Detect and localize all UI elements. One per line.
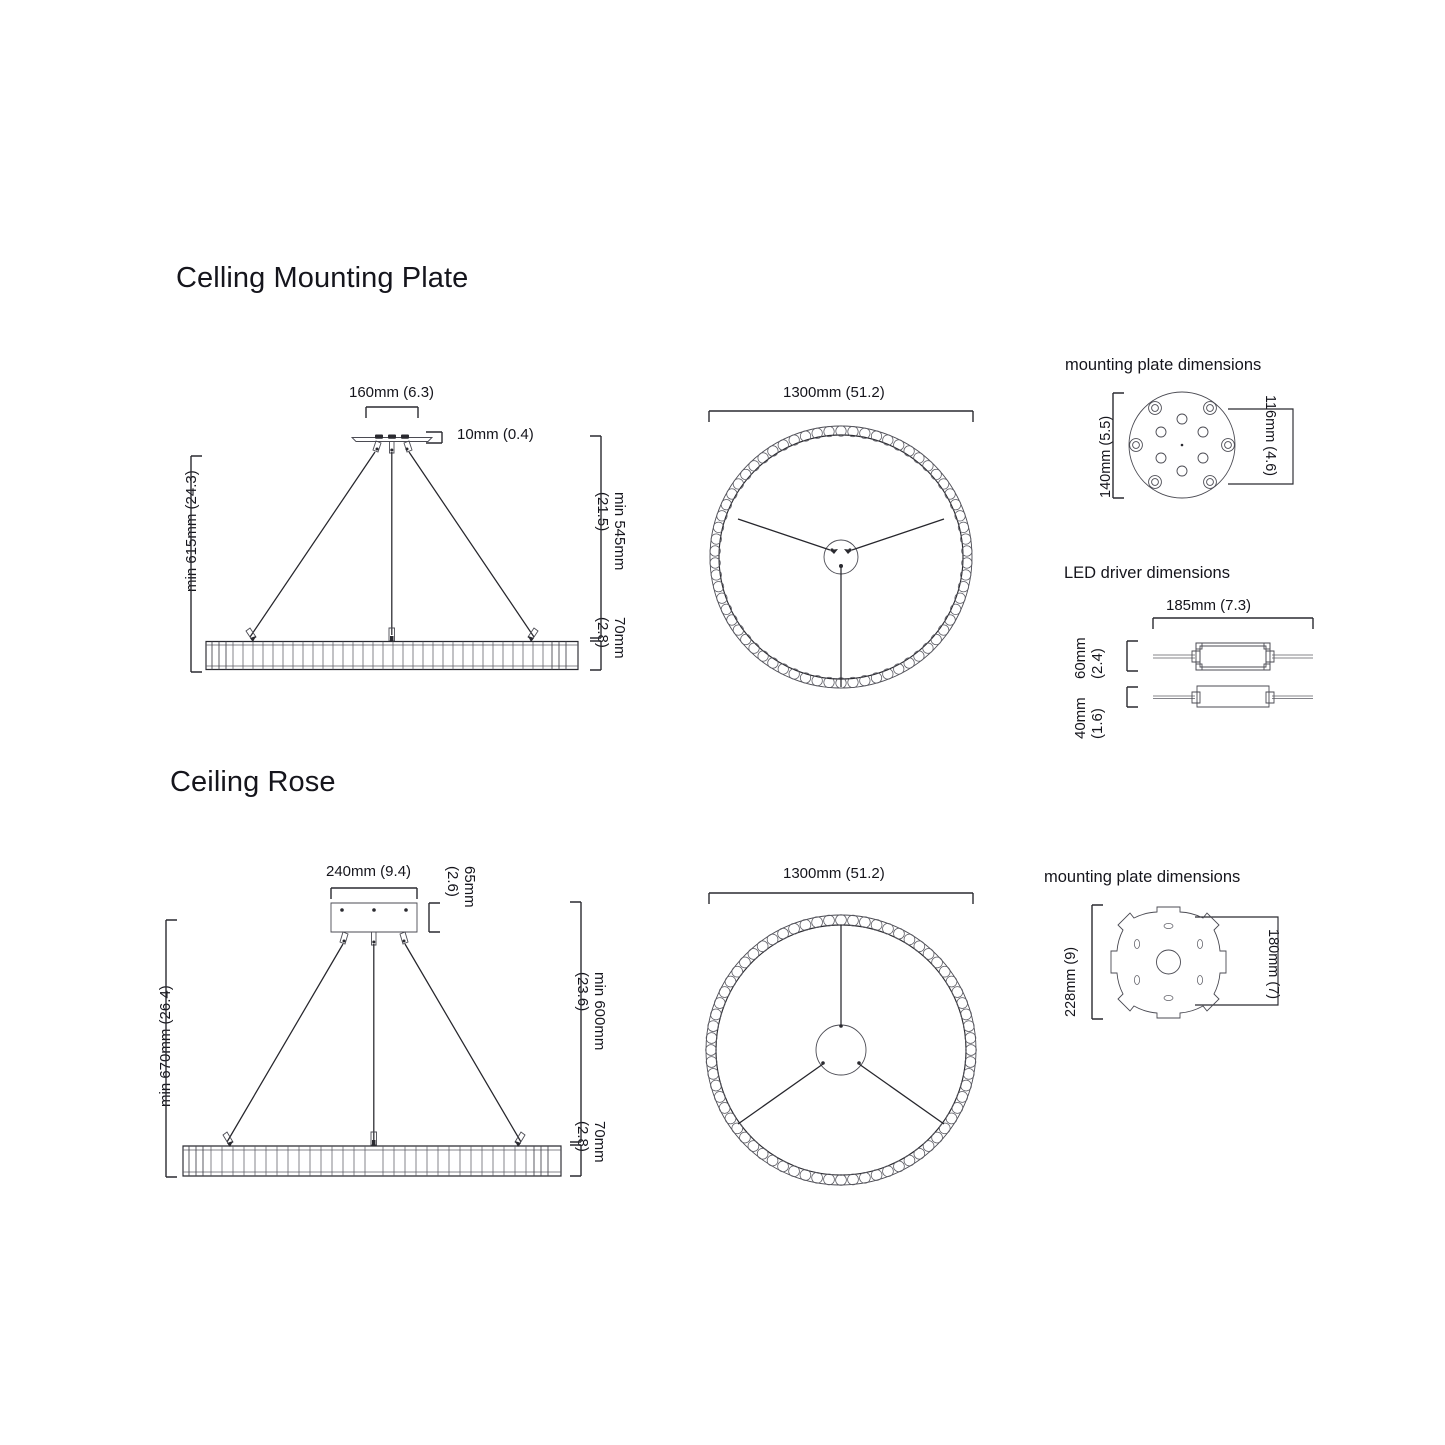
elevation-view-celling-mounting-plate	[190, 406, 602, 673]
dim-bracket-led-side-height	[1126, 686, 1138, 708]
dim-bracket-top-width-1	[365, 406, 419, 418]
cable-end-fittings-2	[222, 1131, 526, 1147]
suspension-cables-1	[249, 451, 535, 638]
section-title-celling-mounting-plate: Celling Mounting Plate	[176, 262, 469, 294]
dim-bracket-plan-diameter-1	[708, 410, 974, 422]
dim-bracket-total-height-1	[190, 455, 202, 673]
suspension-cables-2	[226, 943, 522, 1143]
detail-view-led-driver	[1126, 617, 1314, 708]
dim-outline-mp-width-bottom	[1195, 916, 1279, 1006]
fixture-body-elevation-1	[205, 640, 579, 671]
mounting-holes-plain-top	[1155, 413, 1209, 477]
mounting-plate-disc-top	[1128, 391, 1236, 499]
dim-bracket-mp-height-top	[1112, 392, 1124, 499]
dim-bracket-rose-height	[428, 902, 440, 933]
section-title-ceiling-rose: Ceiling Rose	[170, 766, 336, 798]
plan-view-ceiling-rose	[705, 892, 977, 1186]
dim-bracket-mp-height-bottom	[1091, 904, 1103, 1020]
mounting-plate-center-hole-bottom	[1156, 949, 1181, 975]
dim-bracket-fixture-height-2	[570, 1144, 582, 1177]
dim-bracket-led-length	[1152, 617, 1314, 629]
ceiling-rose-box	[330, 902, 418, 933]
led-driver-top-view	[1153, 642, 1313, 671]
mounting-holes-ringed-top	[1129, 401, 1235, 489]
fixture-ring-plan-1	[709, 425, 973, 689]
dim-bracket-fixture-height-1	[590, 640, 602, 671]
fixture-body-elevation-2	[182, 1145, 562, 1177]
dim-bracket-top-width-2	[330, 887, 418, 899]
dim-bracket-total-height-2	[165, 919, 177, 1178]
dim-top-width-2: 240mm (9.4)	[326, 863, 412, 880]
detail-view-mounting-plate-top	[1112, 391, 1294, 499]
dim-top-width-1: 160mm (6.3)	[349, 384, 435, 401]
dim-plate-thickness-1: 10mm (0.4)	[457, 426, 534, 443]
detail-title-mounting-plate-top: mounting plate dimensions	[1065, 356, 1262, 374]
detail-view-mounting-plate-bottom	[1091, 904, 1279, 1020]
cable-grippers-1	[372, 440, 413, 454]
dim-bracket-drop-height-2	[570, 901, 582, 1143]
dim-plan-diameter-2: 1300mm (51.2)	[783, 865, 885, 882]
cable-end-fittings-1	[245, 627, 539, 642]
dim-bracket-led-body-height	[1126, 640, 1138, 672]
plan-view-celling-mounting-plate	[708, 410, 974, 689]
dim-bracket-plate-thickness-1	[426, 431, 443, 444]
led-driver-side-view	[1153, 685, 1313, 708]
mounting-slots-bottom	[1134, 923, 1203, 1001]
detail-title-mounting-plate-bottom: mounting plate dimensions	[1044, 868, 1241, 886]
dim-plan-diameter-1: 1300mm (51.2)	[783, 384, 885, 401]
detail-title-led-driver: LED driver dimensions	[1064, 564, 1230, 582]
dim-led-driver-length: 185mm (7.3)	[1166, 597, 1252, 614]
dim-bracket-drop-height-1	[590, 435, 602, 639]
elevation-view-ceiling-rose	[165, 887, 582, 1178]
dim-bracket-plan-diameter-2	[708, 892, 974, 904]
cable-grippers-2	[339, 931, 409, 946]
mounting-plate-center-mark-top	[1180, 443, 1184, 447]
dim-outline-mp-width-top	[1228, 408, 1294, 485]
fixture-ring-plan-2	[705, 914, 977, 1186]
mounting-plate-disc-bottom	[1110, 906, 1227, 1019]
ceiling-plate-1	[350, 434, 434, 442]
